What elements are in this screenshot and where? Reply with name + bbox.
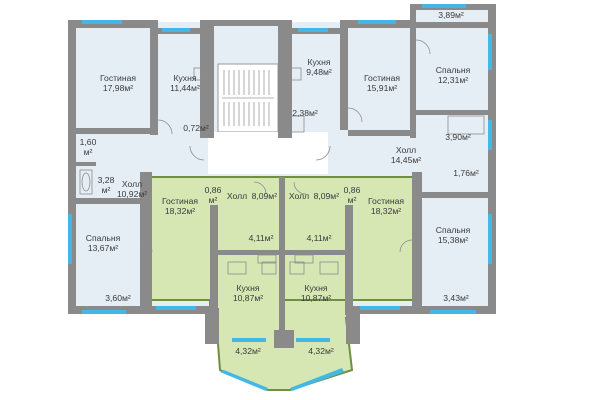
staircase [217,63,279,133]
windows [68,4,492,391]
fixtures [79,67,485,275]
doors [139,39,431,253]
landing [208,132,328,174]
